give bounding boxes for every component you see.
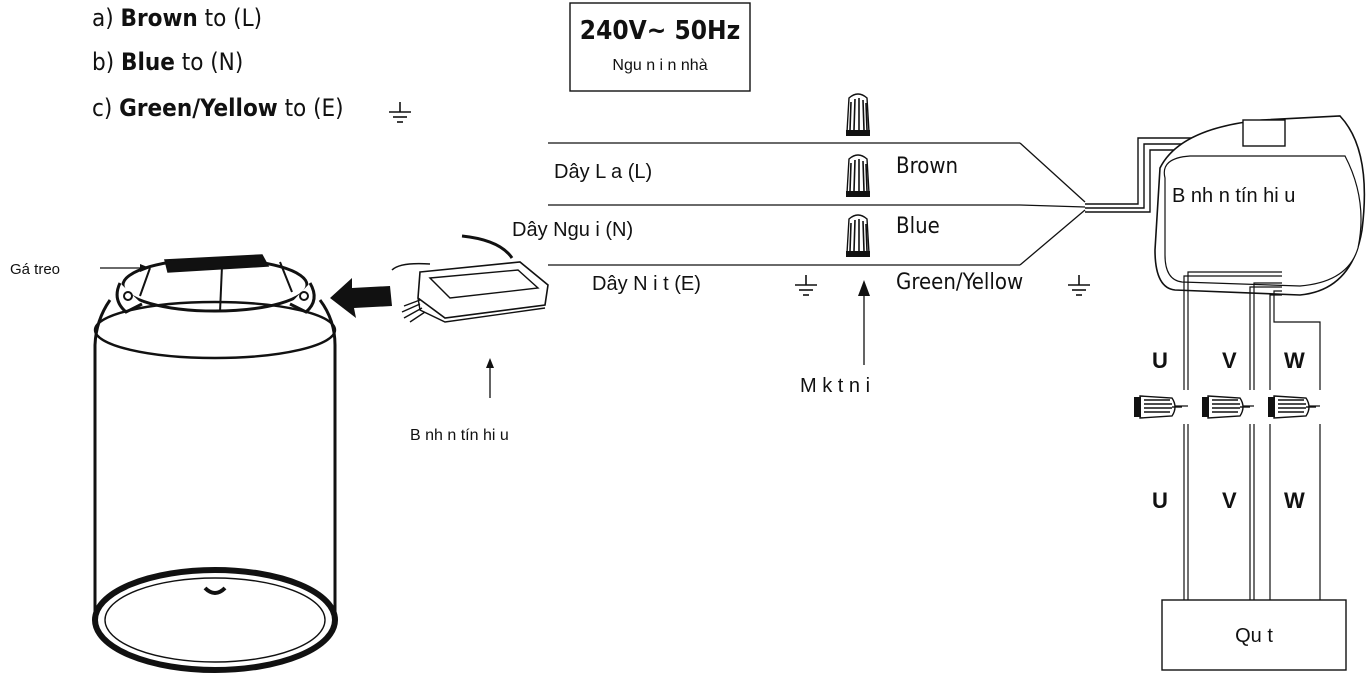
receiver-under-label: B nh n tín hi u [410,427,509,444]
receiver-box [1154,115,1366,296]
power-rating: 240V~ 50Hz [579,16,741,46]
fan-box [1161,599,1347,671]
wire-nut-icon [845,154,871,198]
instruction-c: c) Green/Yellow to (E) [92,94,344,122]
connector-label: M k t n i [800,375,871,397]
ground-symbol-icon [1067,274,1091,296]
phase-w-top: W [1284,348,1305,373]
ground-symbol-icon [388,101,412,123]
phase-u-top: U [1152,348,1168,373]
phase-wires [1183,271,1321,600]
live-wire-label: Dây L a (L) [554,161,653,183]
instruction-b: b) Blue to (N) [92,48,244,76]
phase-v-top: V [1222,348,1237,373]
neutral-wire-label: Dây Ngu i (N) [512,219,634,241]
ceiling-light-fixture [92,254,338,673]
receiver-box-label: B nh n tín hi u [1172,185,1296,207]
phase-u-bottom: U [1152,488,1168,513]
instruction-a: a) Brown to (L) [92,4,263,32]
neutral-color-label: Blue [896,214,940,239]
receiver-module [391,234,549,323]
ground-symbol-icon [794,274,818,296]
power-caption: Ngu n i n nhà [612,57,708,74]
live-color-label: Brown [896,154,959,179]
phase-v-bottom: V [1222,488,1237,513]
wire-nut-icon [845,214,871,258]
phase-w-bottom: W [1284,488,1305,513]
power-source-box [569,2,751,92]
insert-arrow-icon [330,278,392,318]
fan-label: Qu t [1235,625,1273,647]
earth-wire-label: Dây N i t (E) [592,273,701,295]
earth-color-label: Green/Yellow [896,270,1024,295]
hanger-label: Gá treo [10,261,61,278]
wire-nut-icon [845,93,871,137]
